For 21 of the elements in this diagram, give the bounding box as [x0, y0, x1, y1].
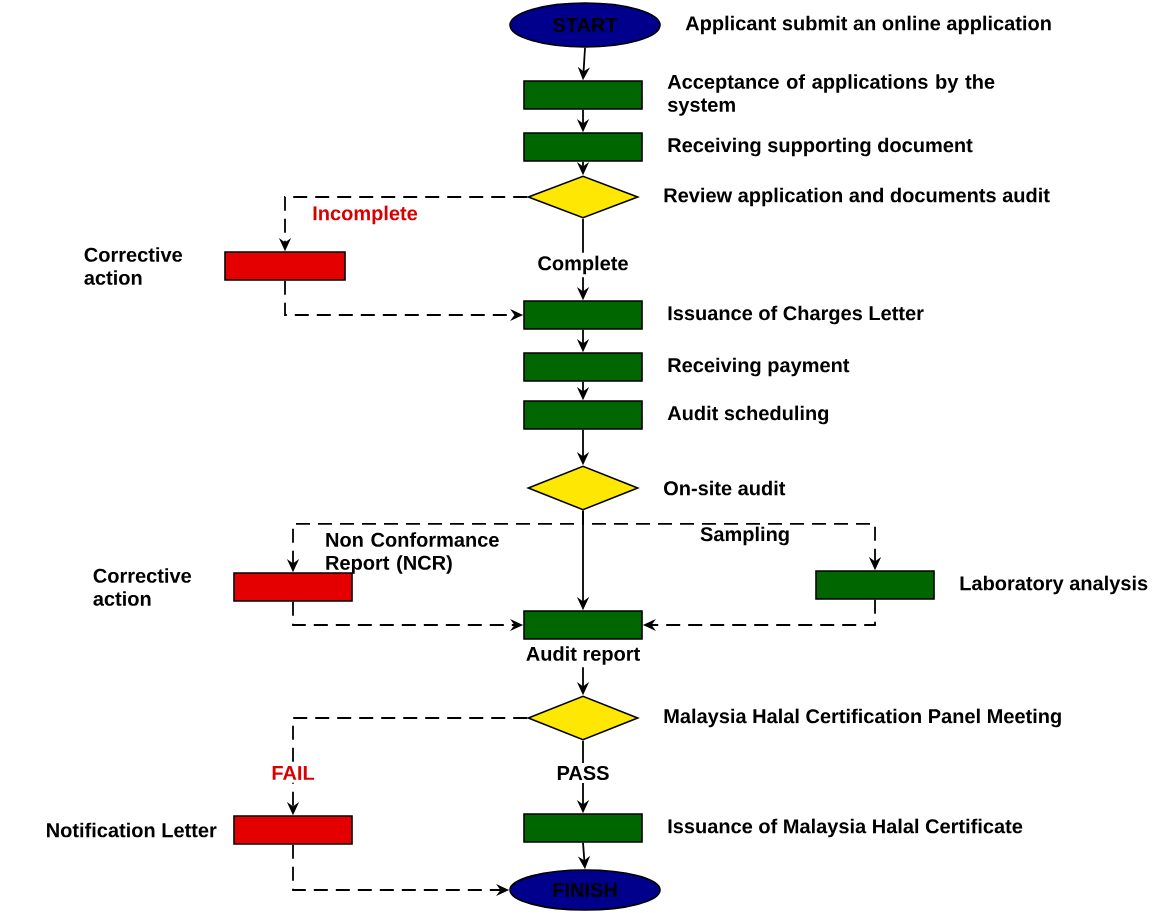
step-label: Corrective action [84, 247, 183, 285]
edge-label: Complete [534, 252, 632, 278]
edge-label: FAIL [268, 763, 318, 783]
step-label: Acceptance of applications by the system [667, 74, 995, 116]
edge-label: PASS [553, 762, 613, 784]
edge-label: Incomplete [313, 205, 418, 225]
step-label: Notification Letter [47, 822, 217, 838]
step-label: On-site audit [664, 480, 786, 496]
step-label: Receiving supporting document [668, 137, 973, 157]
edge-label: Non Conformance Report (NCR) [326, 532, 499, 574]
step-label: Issuance of Malaysia Halal Certificate [668, 818, 1023, 838]
step-label: Malaysia Halal Certification Panel Meeting [664, 708, 1061, 728]
step-label: Review application and documents audit [664, 187, 1050, 207]
step-label: Applicant submit an online application [685, 15, 1051, 35]
step-label: Issuance of Charges Letter [668, 305, 924, 325]
step-label: Audit scheduling [667, 405, 829, 425]
step-label: Laboratory analysis [960, 575, 1148, 595]
step-label: Receiving payment [668, 357, 850, 377]
step-label: Corrective action [93, 568, 192, 606]
step-label: Audit report [526, 646, 640, 665]
edge-label: Sampling [700, 526, 789, 546]
